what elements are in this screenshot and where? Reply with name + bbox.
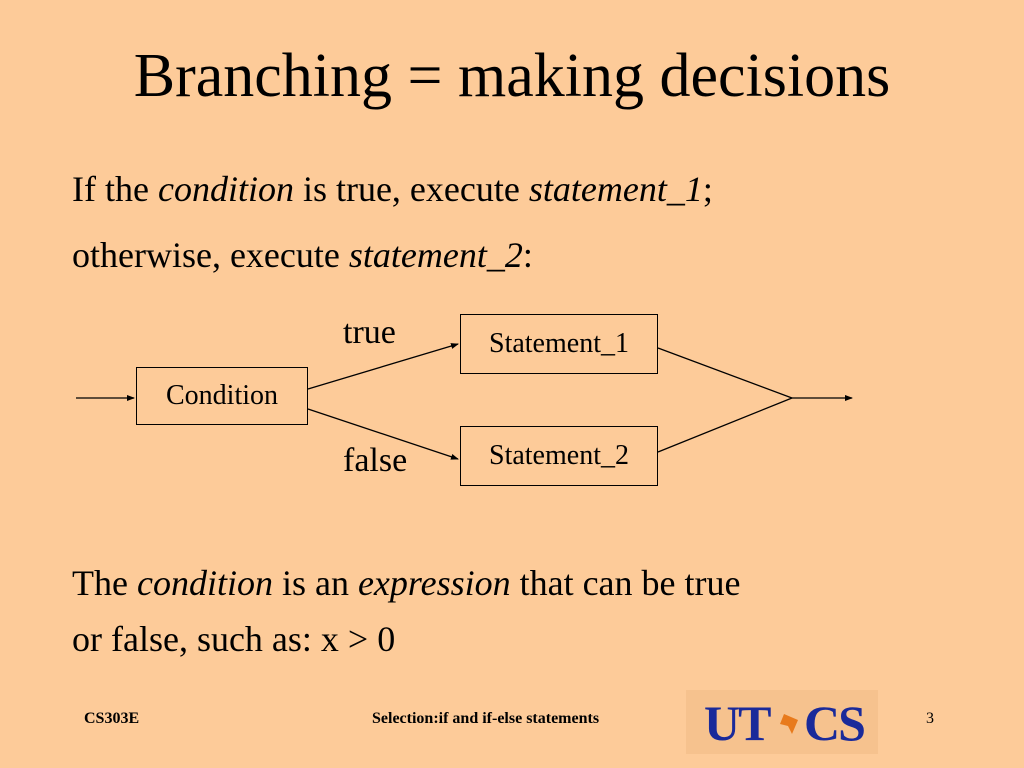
text-fragment: ; xyxy=(702,169,713,209)
body-line-2: otherwise, execute statement_2: xyxy=(72,234,533,276)
text-fragment: is true, execute xyxy=(293,169,529,209)
italic-term: statement_1 xyxy=(528,169,703,209)
true-arrow xyxy=(307,343,459,390)
page-number: 3 xyxy=(926,710,934,727)
footer-title: Selection:if and if-else statements xyxy=(372,710,600,727)
body-line-3: The condition is an expression that can … xyxy=(72,562,740,604)
statement-1-box: Statement_1 xyxy=(460,314,658,374)
footer-course: CS303E xyxy=(84,710,140,727)
slide-title: Branching = making decisions xyxy=(133,42,891,110)
text-fragment: : xyxy=(522,235,533,275)
merge-line-2 xyxy=(657,397,793,453)
condition-box: Condition xyxy=(136,367,308,425)
text-fragment: is an xyxy=(272,563,358,603)
text-fragment: If the xyxy=(72,169,158,209)
body-line-4: or false, such as: x > 0 xyxy=(72,619,396,659)
merge-line-1 xyxy=(657,347,793,399)
statement-2-box: Statement_2 xyxy=(460,426,658,486)
text-fragment: otherwise, execute xyxy=(72,235,349,275)
false-branch-label: false xyxy=(343,442,408,479)
body-line-1: If the condition is true, execute statem… xyxy=(72,168,713,210)
italic-term: condition xyxy=(136,563,273,603)
utcs-logo: UT CS xyxy=(686,690,878,754)
text-fragment: The xyxy=(72,563,137,603)
svg-text:CS: CS xyxy=(804,695,864,751)
text-fragment: that can be true xyxy=(510,563,741,603)
svg-text:UT: UT xyxy=(704,695,771,751)
false-arrow xyxy=(307,408,459,460)
italic-term: expression xyxy=(357,563,511,603)
italic-term: condition xyxy=(157,169,294,209)
true-branch-label: true xyxy=(343,314,396,351)
italic-term: statement_2 xyxy=(348,235,523,275)
